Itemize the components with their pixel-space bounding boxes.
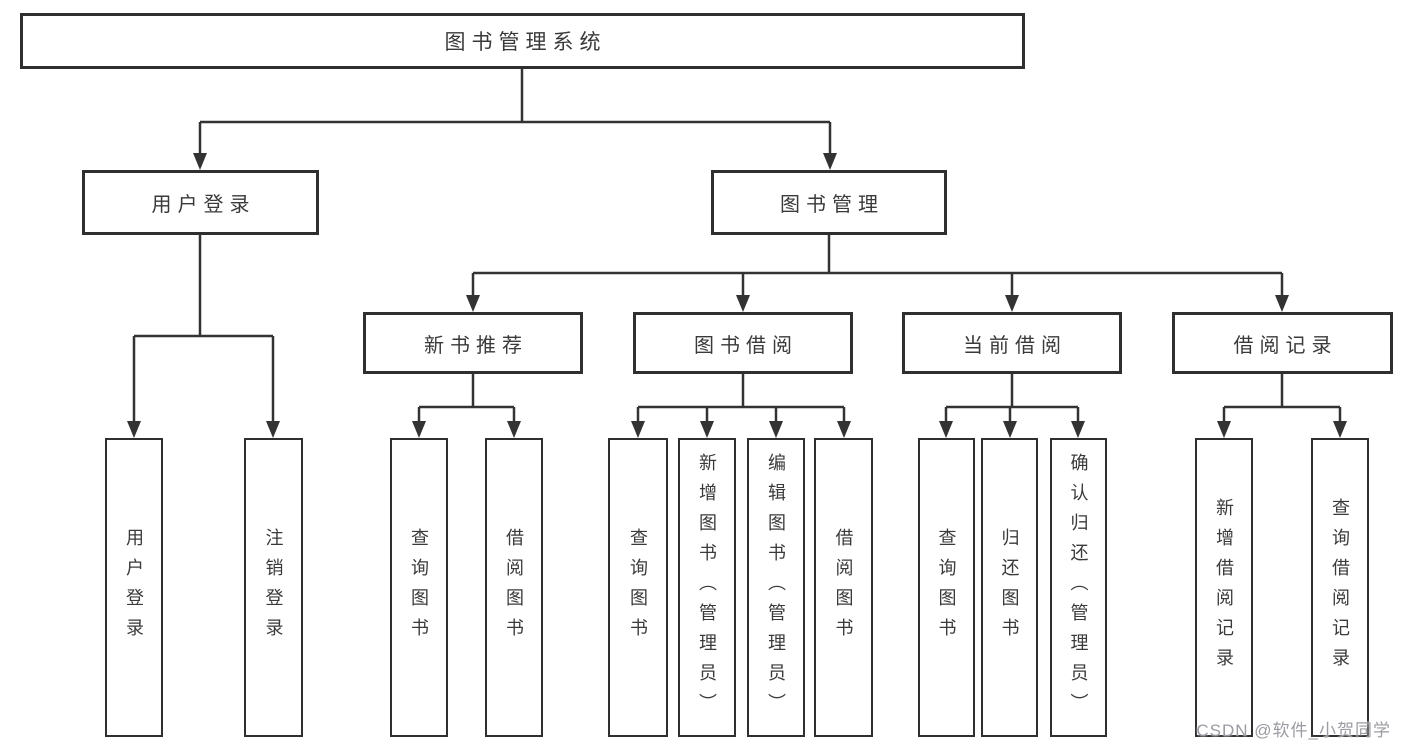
leaf-query-borrow-record: 查询借阅记录 [1311,438,1369,737]
group-borrow-records: 借阅记录 [1172,312,1393,374]
leaf-return-books: 归还图书 [981,438,1038,737]
leaf-borrow-books-recommend: 借阅图书 [485,438,543,737]
leaf-query-books-current: 查询图书 [918,438,975,737]
group-new-book-recommend: 新书推荐 [363,312,583,374]
leaf-query-books-recommend: 查询图书 [390,438,448,737]
group-book-borrow: 图书借阅 [633,312,853,374]
group-current-borrow: 当前借阅 [902,312,1122,374]
branch-book-management: 图书管理 [711,170,947,235]
leaf-add-borrow-record: 新增借阅记录 [1195,438,1253,737]
leaf-edit-books-admin: 编辑图书（管理员） [747,438,805,737]
leaf-confirm-return-admin: 确认归还（管理员） [1050,438,1107,737]
leaf-add-books-admin: 新增图书（管理员） [678,438,736,737]
leaf-user-login: 用户登录 [105,438,163,737]
csdn-watermark: CSDN @软件_小贺同学 [1196,721,1391,740]
arrowhead-down-icons [127,153,1347,438]
root-node-library-system: 图书管理系统 [20,13,1025,69]
leaf-borrow-books: 借阅图书 [814,438,873,737]
leaf-query-books-borrow: 查询图书 [608,438,668,737]
connector-lines [132,69,1342,422]
branch-user-login: 用户登录 [82,170,319,235]
leaf-logout: 注销登录 [244,438,303,737]
